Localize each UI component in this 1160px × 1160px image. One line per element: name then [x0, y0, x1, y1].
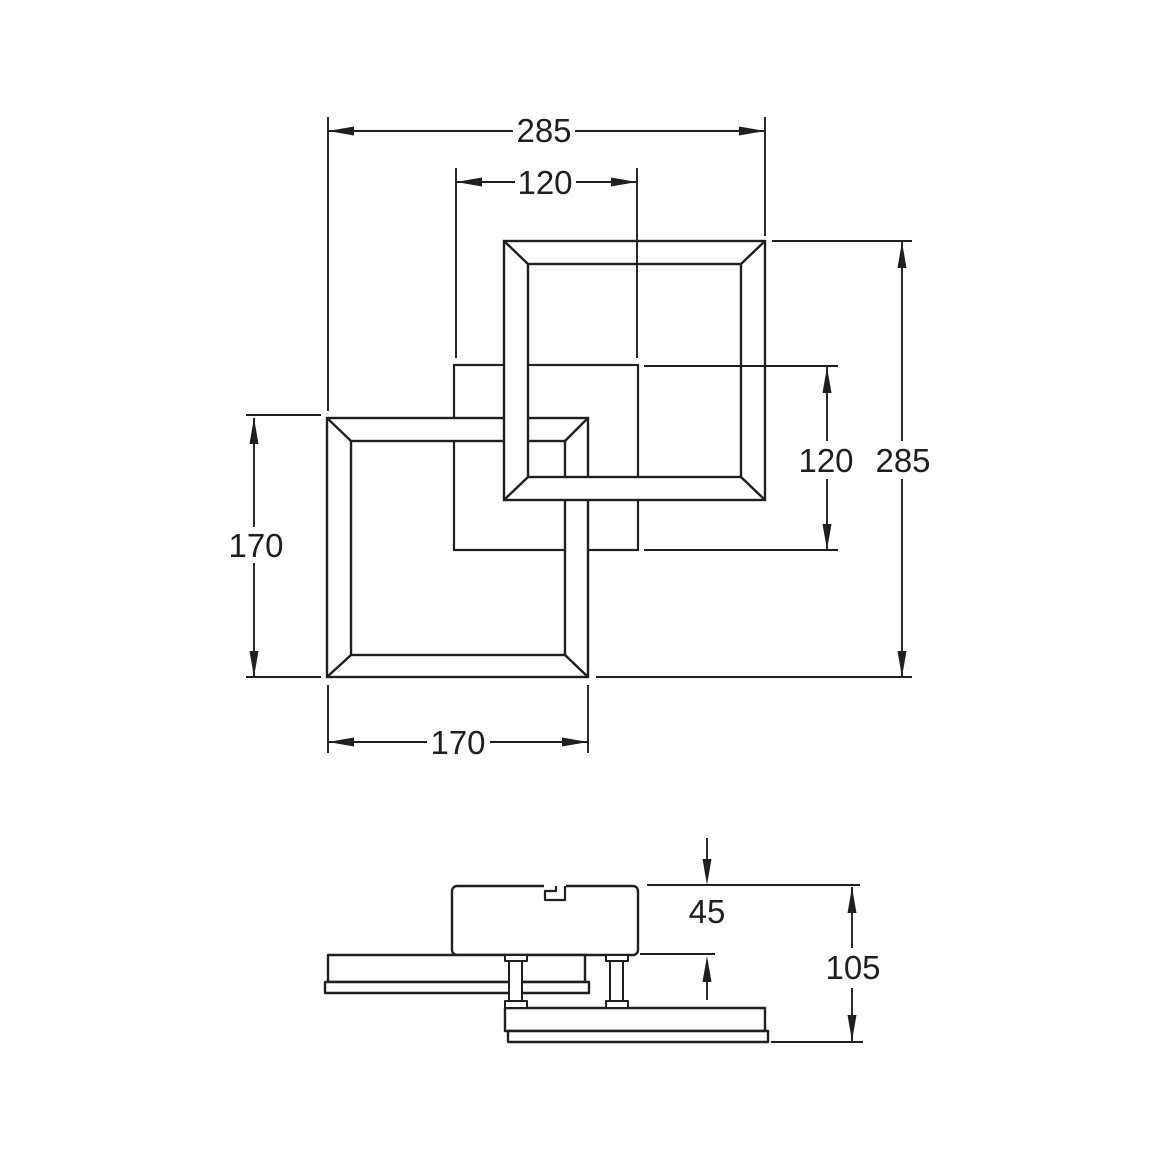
dimension-total-depth-label: 105 — [825, 949, 880, 986]
dimension-frame-height-label: 170 — [228, 527, 283, 564]
canopy-outline — [452, 363, 640, 552]
arrowhead-up — [897, 242, 907, 268]
small-frame-outer — [325, 416, 590, 679]
arrowhead-down — [249, 651, 259, 677]
dimension-canopy-depth: 45 — [640, 838, 860, 1000]
dimension-frame-height: 170 — [228, 414, 321, 678]
arrowhead-right — [611, 177, 637, 187]
post-body — [508, 960, 523, 1002]
dimension-frame-width: 170 — [327, 685, 589, 761]
large-frame-side — [503, 1006, 770, 1044]
small-frame — [325, 416, 590, 679]
dimension-total-width-label: 285 — [516, 112, 571, 149]
large-frame-side-diffuser — [506, 1029, 770, 1044]
dimension-canopy-height-label: 120 — [798, 442, 853, 479]
dimension-canopy-width-label: 120 — [517, 164, 572, 201]
small-frame-side-diffuser — [323, 980, 591, 995]
large-frame-side-bar — [503, 1006, 767, 1033]
arrowhead-up — [822, 367, 832, 393]
dimension-canopy-width-extension-lines — [455, 168, 638, 358]
dimension-total-height: 285 — [596, 240, 931, 678]
post-bottom-flange — [605, 1000, 629, 1009]
cable-hook — [543, 886, 567, 902]
dimension-total-height-label: 285 — [875, 442, 930, 479]
small-frame-side — [323, 953, 591, 995]
post-bottom-flange — [504, 1000, 528, 1009]
small-frame-bevels — [326, 417, 589, 678]
dimension-frame-width-label: 170 — [430, 724, 485, 761]
dimension-total-height-extension-lines — [596, 240, 912, 678]
dimension-canopy-height-extension-lines — [644, 365, 838, 551]
arrowhead-down — [897, 651, 907, 677]
arrowhead-left — [328, 737, 354, 747]
dimension-total-width: 285 — [327, 112, 766, 411]
dimension-canopy-width: 120 — [455, 164, 638, 358]
dimension-canopy-height: 120 — [644, 365, 854, 551]
support-post-left — [504, 954, 528, 1009]
post-body — [609, 960, 624, 1002]
large-frame — [502, 239, 767, 502]
large-frame-bevels — [503, 240, 766, 501]
arrowhead-down — [822, 524, 832, 550]
arrowhead-down — [847, 1015, 857, 1041]
arrowhead-right — [739, 126, 765, 136]
arrowhead-down — [702, 859, 712, 885]
arrowhead-left — [456, 177, 482, 187]
arrowhead-up — [702, 956, 712, 982]
arrowhead-up — [847, 887, 857, 913]
small-frame-side-bar — [326, 953, 587, 984]
arrowhead-up — [249, 418, 259, 444]
arrowhead-left — [328, 126, 354, 136]
dimension-total-depth: 105 — [771, 887, 881, 1043]
arrowhead-right — [562, 737, 588, 747]
dimension-frame-height-extension-lines — [246, 414, 321, 678]
dimension-canopy-depth-extension-lines — [640, 884, 860, 955]
large-frame-outer — [502, 239, 767, 502]
side-view: 45 105 — [323, 838, 881, 1044]
support-post-right — [605, 954, 629, 1009]
dimension-total-width-extension-lines — [327, 117, 766, 411]
small-frame-inner — [349, 439, 567, 657]
large-frame-inner — [526, 262, 743, 479]
plan-view: 285 120 120 285 — [228, 112, 930, 761]
dimension-canopy-depth-label: 45 — [689, 893, 726, 930]
